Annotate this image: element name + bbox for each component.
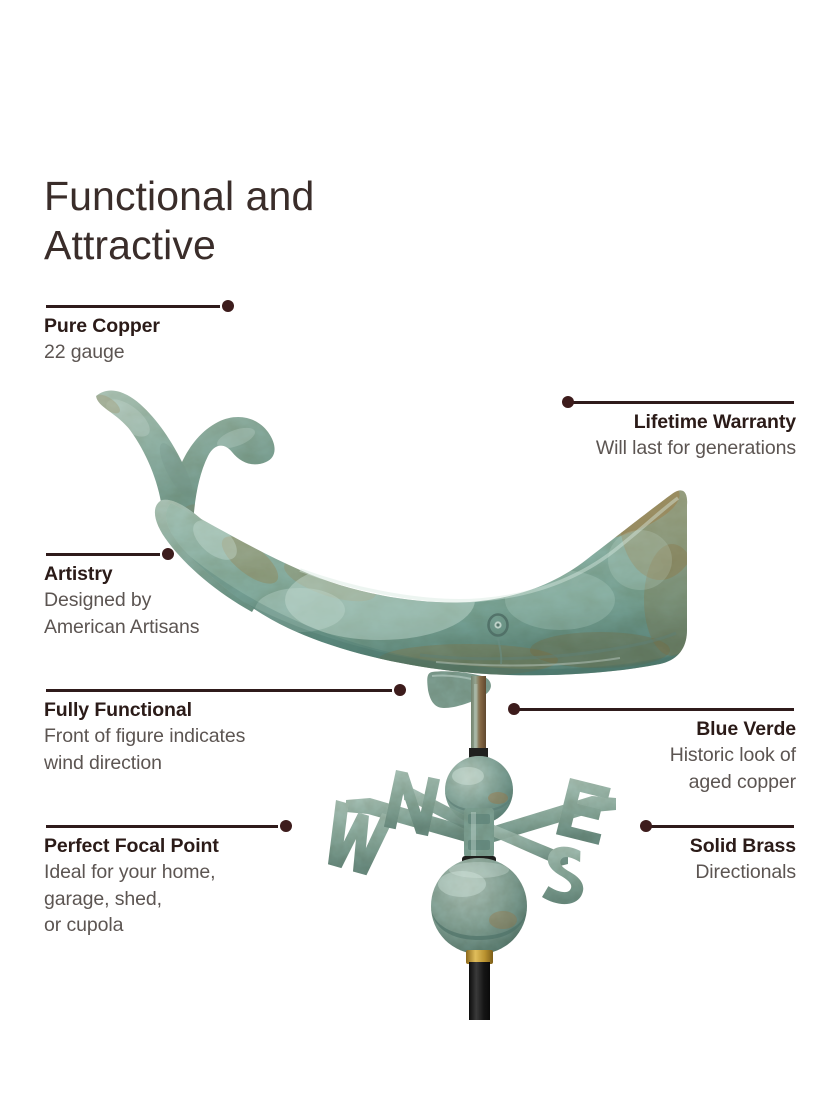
leader-line-rule (518, 708, 794, 711)
directional-hub (462, 808, 496, 866)
leader-line-rule (46, 305, 220, 308)
leader-line-dot (394, 684, 406, 696)
callout-body: Historic look of aged copper (669, 744, 796, 793)
callout-perfect-focal-point: Perfect Focal Point Ideal for your home,… (44, 820, 292, 939)
callout-lifetime-warranty: Lifetime Warranty Will last for generati… (562, 396, 796, 462)
callout-leader-line (44, 548, 174, 560)
callout-leader-line (562, 396, 796, 408)
callout-artistry: Artistry Designed by American Artisans (44, 548, 200, 640)
page-title: Functional and Attractive (44, 173, 315, 268)
lower-copper-ball (431, 858, 527, 954)
callout-heading: Lifetime Warranty (633, 411, 796, 433)
whale-tail (96, 390, 275, 535)
callout-body: Designed by American Artisans (44, 589, 200, 638)
mounting-rod (469, 962, 490, 1020)
leader-line-rule (572, 401, 794, 404)
callout-heading: Solid Brass (689, 835, 796, 857)
leader-line-dot (222, 300, 234, 312)
callout-pure-copper: Pure Copper 22 gauge (44, 300, 234, 366)
callout-leader-line (508, 703, 796, 715)
callout-body: Ideal for your home, garage, shed, or cu… (44, 861, 216, 936)
leader-line-dot (280, 820, 292, 832)
callout-heading: Perfect Focal Point (44, 835, 219, 857)
leader-line-dot (162, 548, 174, 560)
callout-body: Front of figure indicates wind direction (44, 725, 246, 774)
callout-body: Will last for generations (595, 437, 796, 459)
whale-pectoral-fin (427, 671, 491, 708)
directional-arms (346, 788, 616, 866)
callout-leader-line (640, 820, 796, 832)
callout-heading: Pure Copper (44, 315, 160, 337)
whale-eye (487, 613, 509, 637)
whale-body (165, 490, 688, 676)
leader-line-rule (46, 689, 392, 692)
copper-support-rod (471, 676, 486, 770)
callout-leader-line (44, 300, 234, 312)
leader-line-rule (650, 825, 794, 828)
callout-body: Directionals (695, 861, 796, 883)
callout-leader-line (44, 820, 292, 832)
callout-solid-brass: Solid Brass Directionals (640, 820, 796, 886)
upper-copper-ball (445, 756, 513, 824)
leader-line-dot (508, 703, 520, 715)
leader-line-rule (46, 553, 160, 556)
leader-line-dot (640, 820, 652, 832)
callout-heading: Artistry (44, 563, 113, 585)
callout-blue-verde: Blue Verde Historic look of aged copper (508, 703, 796, 795)
brass-collar (466, 950, 493, 964)
leader-line-dot (562, 396, 574, 408)
leader-line-rule (46, 825, 278, 828)
callout-body: 22 gauge (44, 341, 125, 363)
callout-heading: Blue Verde (696, 718, 796, 740)
callout-fully-functional: Fully Functional Front of figure indicat… (44, 684, 406, 776)
callout-heading: Fully Functional (44, 699, 192, 721)
callout-leader-line (44, 684, 406, 696)
